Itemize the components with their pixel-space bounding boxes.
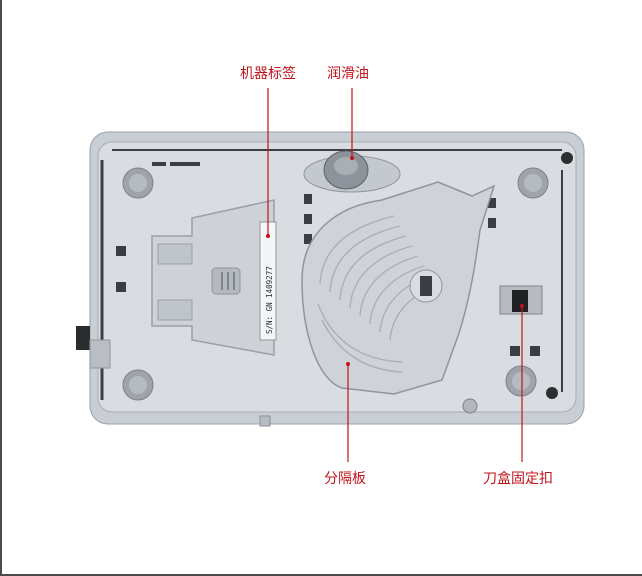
screw-bottom-right <box>546 387 558 399</box>
screw-bottom <box>462 398 478 414</box>
callout-divider-plate: 分隔板 <box>324 471 366 487</box>
callout-lubricating-oil: 润滑油 <box>327 66 369 82</box>
divider-plate <box>301 181 496 395</box>
callout-machine-label: 机器标签 <box>240 66 296 82</box>
serial-number: S/N: GN 1409277 <box>265 266 274 334</box>
screw-top-right <box>561 152 573 164</box>
callout-blade-box-fix: 刀盒固定扣 <box>483 471 553 487</box>
left-port <box>76 326 90 350</box>
callout-lines <box>267 88 523 462</box>
